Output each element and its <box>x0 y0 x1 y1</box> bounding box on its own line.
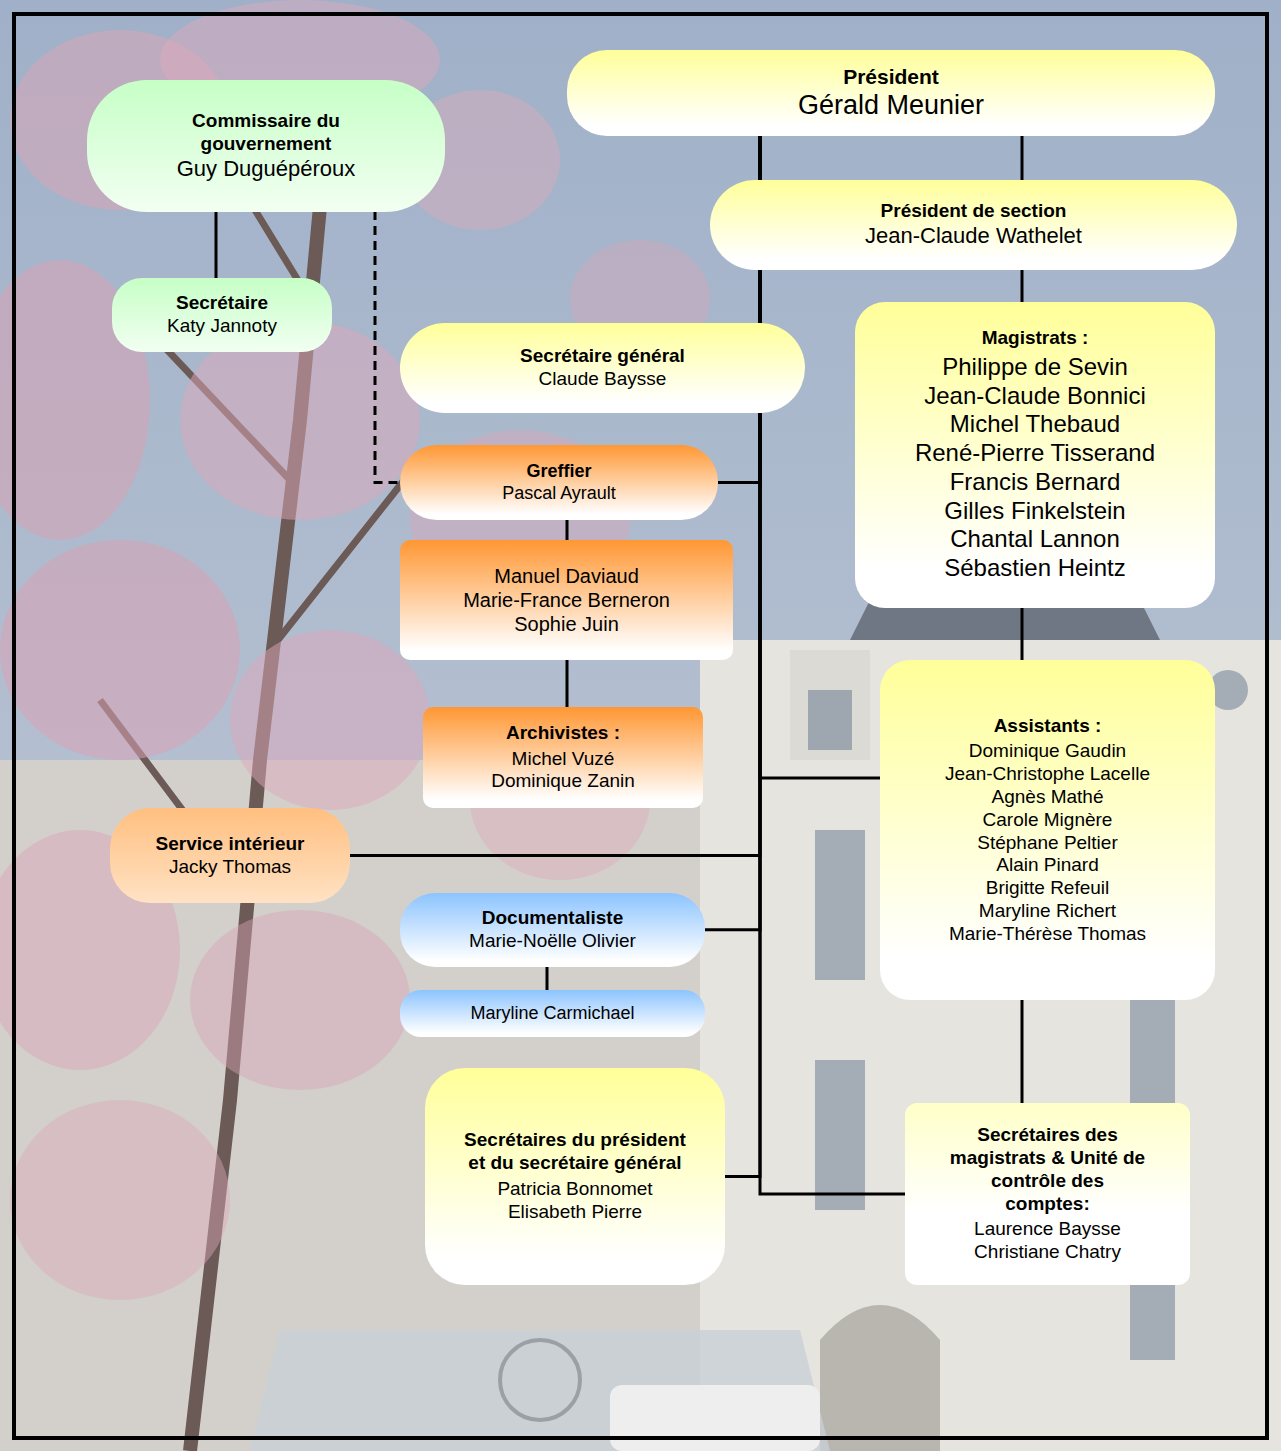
connector <box>1021 608 1024 660</box>
person-name: Marie-France Berneron <box>463 588 670 612</box>
person-name: Maryline Richert <box>979 900 1116 923</box>
box-heading: Président <box>843 64 939 89</box>
connector <box>1021 136 1024 180</box>
person-name: Michel Vuzé <box>512 748 615 771</box>
person-name: Jacky Thomas <box>169 856 291 879</box>
box-heading: Documentaliste <box>482 907 623 930</box>
box-heading: Greffier <box>526 461 591 483</box>
person-name: René-Pierre Tisserand <box>915 439 1155 468</box>
person-name: Brigitte Refeuil <box>986 877 1110 900</box>
person-name: Francis Bernard <box>950 468 1121 497</box>
box-heading: Secrétaire <box>176 292 268 315</box>
canopy-emblem <box>500 1340 580 1420</box>
person-name: Michel Thebaud <box>950 410 1120 439</box>
box-heading: Magistrats : <box>982 327 1089 350</box>
person-name: Jean-Christophe Lacelle <box>945 763 1150 786</box>
person-name: Jean-Claude Bonnici <box>924 382 1145 411</box>
person-name: Carole Mignère <box>983 809 1113 832</box>
person-name: Marie-Thérèse Thomas <box>949 923 1146 946</box>
person-name: Alain Pinard <box>996 854 1098 877</box>
org-box: Manuel DaviaudMarie-France BerneronSophi… <box>400 540 733 660</box>
person-name: Christiane Chatry <box>974 1241 1121 1264</box>
box-heading: Secrétaire général <box>520 345 685 368</box>
box-heading: Secrétaires du président et du secrétair… <box>460 1129 690 1175</box>
person-name: Sophie Juin <box>514 612 619 636</box>
connector <box>350 135 760 856</box>
right-building <box>700 640 1281 1451</box>
box-heading: Assistants : <box>994 715 1102 738</box>
connector <box>1021 1000 1024 1103</box>
org-box: Archivistes : Michel VuzéDominique Zanin <box>423 707 703 808</box>
connector <box>215 212 218 278</box>
glass-canopy <box>250 1330 830 1451</box>
connector <box>760 135 905 1194</box>
org-box: SecrétaireKaty Jannoty <box>112 278 332 352</box>
org-box: Président de sectionJean-Claude Wathelet <box>710 180 1237 270</box>
person-name: Elisabeth Pierre <box>508 1201 642 1224</box>
person-name: Guy Duguépéroux <box>177 156 356 182</box>
person-name: Gilles Finkelstein <box>944 497 1125 526</box>
person-name: Stéphane Peltier <box>977 832 1118 855</box>
org-box: Assistants :Dominique GaudinJean-Christo… <box>880 660 1215 1000</box>
person-name: Dominique Gaudin <box>969 740 1126 763</box>
org-box: Secrétaires des magistrats & Unité de co… <box>905 1103 1190 1285</box>
org-box: PrésidentGérald Meunier <box>567 50 1215 136</box>
box-heading: Archivistes : <box>506 722 620 745</box>
person-name: Manuel Daviaud <box>494 564 639 588</box>
person-name: Laurence Baysse <box>974 1218 1121 1241</box>
person-name: Philippe de Sevin <box>942 353 1127 382</box>
connector <box>546 967 549 990</box>
person-name: Gérald Meunier <box>798 89 984 121</box>
window <box>815 830 865 980</box>
connector <box>566 520 569 540</box>
person-name: Marie-Noëlle Olivier <box>469 930 636 953</box>
blossom <box>190 910 410 1090</box>
dashed-connector <box>375 211 400 483</box>
org-box: Magistrats : Philippe de SevinJean-Claude… <box>855 302 1215 608</box>
dormer <box>790 650 870 760</box>
person-name: Agnès Mathé <box>992 786 1104 809</box>
car <box>610 1385 820 1451</box>
person-name: Maryline Carmichael <box>470 1003 634 1025</box>
person-name: Sébastien Heintz <box>944 554 1125 583</box>
blossom <box>230 630 430 810</box>
org-box: DocumentalisteMarie-Noëlle Olivier <box>400 893 705 967</box>
doorway <box>820 1305 940 1451</box>
person-name: Patricia Bonnomet <box>497 1178 652 1201</box>
box-heading: Président de section <box>881 200 1067 223</box>
org-box: GreffierPascal Ayrault <box>400 445 718 520</box>
org-box: Secrétaires du président et du secrétair… <box>425 1068 725 1285</box>
connector <box>1021 270 1024 302</box>
frame <box>14 14 1267 1438</box>
person-name: Jean-Claude Wathelet <box>865 223 1082 249</box>
org-box: Secrétaire généralClaude Baysse <box>400 323 805 413</box>
org-box: Maryline Carmichael <box>400 990 705 1037</box>
connector <box>566 660 569 707</box>
person-name: Pascal Ayrault <box>502 483 616 505</box>
box-heading: Commissaire du gouvernement <box>146 110 386 156</box>
window <box>815 1060 865 1210</box>
org-box: Commissaire du gouvernementGuy Duguépéro… <box>87 80 445 212</box>
person-name: Chantal Lannon <box>950 525 1119 554</box>
blossom <box>0 540 240 760</box>
person-name: Dominique Zanin <box>491 770 635 793</box>
person-name: Claude Baysse <box>539 368 667 391</box>
box-heading: Secrétaires des magistrats & Unité de co… <box>948 1124 1148 1215</box>
window <box>808 690 852 750</box>
person-name: Katy Jannoty <box>167 315 277 338</box>
box-heading: Service intérieur <box>156 833 305 856</box>
org-box: Service intérieurJacky Thomas <box>110 808 350 903</box>
blossom <box>10 1100 230 1300</box>
